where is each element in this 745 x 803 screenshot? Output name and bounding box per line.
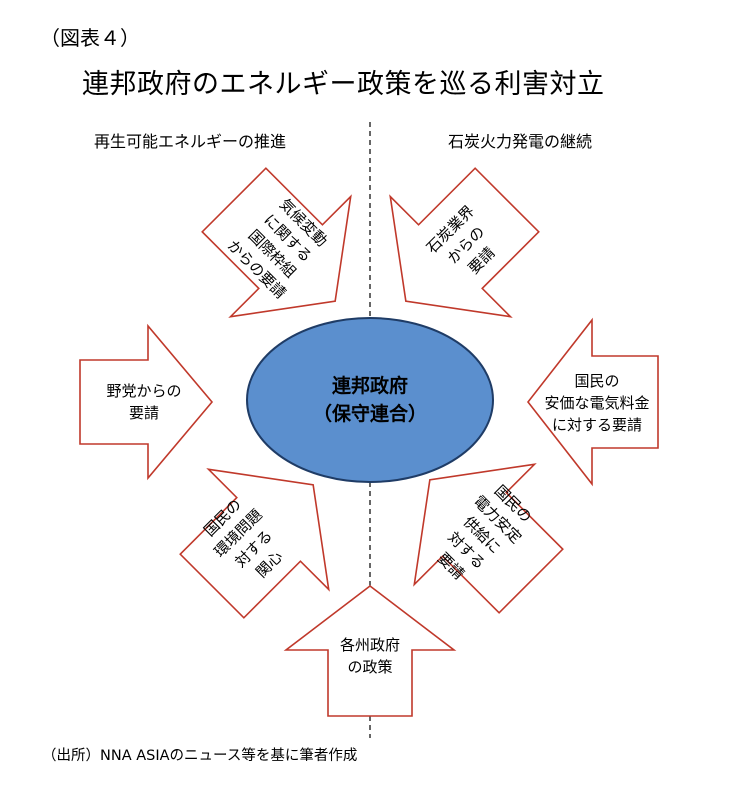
arrow-label-line: 要請 bbox=[128, 404, 159, 422]
opposition-arrow-label: 野党からの 要請 bbox=[84, 380, 204, 424]
states-arrow bbox=[283, 584, 457, 717]
environment-arrow bbox=[179, 468, 330, 619]
arrow-label-line: 各州政府 bbox=[339, 636, 400, 654]
federal-government-ellipse bbox=[246, 317, 494, 483]
states-arrow-label: 各州政府 の政策 bbox=[320, 634, 420, 678]
price-arrow bbox=[526, 317, 659, 487]
left-column-heading: 再生可能エネルギーの推進 bbox=[94, 132, 287, 151]
price-arrow-label: 国民の 安価な電気料金 に対する要請 bbox=[522, 370, 672, 436]
arrow-label-line: 野党からの bbox=[106, 382, 182, 400]
source-note: （出所）NNA ASIAのニュース等を基に筆者作成 bbox=[42, 748, 358, 764]
supply-arrow bbox=[413, 463, 564, 614]
arrow-label-line: 安価な電気料金 bbox=[544, 394, 650, 412]
coal-arrow bbox=[389, 167, 540, 318]
center-label: 連邦政府 （保守連合） bbox=[300, 372, 440, 428]
arrow-label-line: の政策 bbox=[347, 658, 393, 676]
opposition-arrow bbox=[79, 323, 214, 481]
page-title: 連邦政府のエネルギー政策を巡る利害対立 bbox=[82, 69, 605, 100]
figure-label: （図表４） bbox=[40, 26, 140, 50]
arrow-label-line: 国民の bbox=[574, 372, 620, 390]
center-label-line: （保守連合） bbox=[312, 403, 427, 425]
right-column-heading: 石炭火力発電の継続 bbox=[448, 132, 593, 151]
center-label-line: 連邦政府 bbox=[331, 375, 408, 397]
arrow-label-line: に対する要請 bbox=[551, 416, 642, 434]
climate-arrow bbox=[201, 167, 352, 318]
